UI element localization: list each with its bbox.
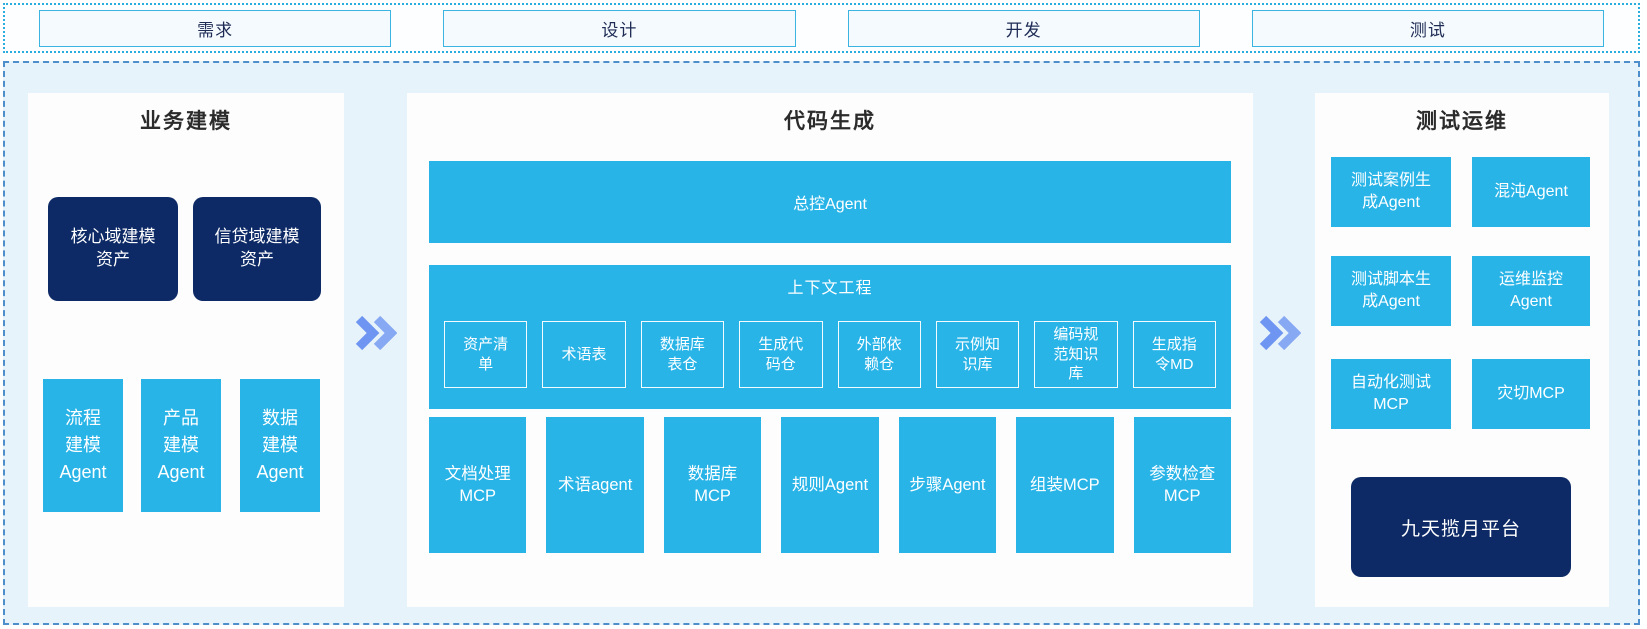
business-panel-title: 业务建模 (140, 110, 232, 133)
context-item-external-dependency-repo: 外部依 赖仓 (837, 321, 921, 388)
context-item-glossary: 术语表 (542, 321, 626, 388)
context-items-row: 资产清 单 术语表 数据库 表仓 生成代 码仓 外部依 赖仓 示例知 识库 编码… (429, 321, 1231, 388)
phase-box-requirements: 需求 (39, 9, 392, 47)
process-modeling-agent-box: 流程 建模 Agent (43, 379, 123, 512)
master-control-agent-bar: 总控Agent (429, 161, 1231, 243)
test-ops-panel: 测试运维 测试案例生 成Agent 混沌Agent 测试脚本生 成Agent 运… (1315, 93, 1609, 607)
product-modeling-agent-box: 产品 建模 Agent (141, 379, 221, 512)
doc-processing-mcp-box: 文档处理 MCP (429, 417, 527, 553)
core-domain-asset-box: 核心域建模 资产 (48, 197, 178, 301)
disaster-switch-mcp-box: 灾切MCP (1472, 359, 1590, 429)
phase-strip: 需求 设计 开发 测试 (3, 3, 1640, 53)
testcase-generation-agent-box: 测试案例生 成Agent (1331, 157, 1451, 227)
context-item-coding-standard-knowledge-base: 编码规 范知识 库 (1034, 321, 1118, 388)
database-mcp-box: 数据库 MCP (663, 417, 762, 553)
credit-domain-asset-box: 信贷域建模 资产 (193, 197, 321, 301)
flow-arrow-icon-1 (355, 315, 397, 351)
rule-agent-box: 规则Agent (781, 417, 879, 553)
terminology-agent-box: 术语agent (546, 417, 644, 553)
step-agent-box: 步骤Agent (898, 417, 997, 553)
testscript-generation-agent-box: 测试脚本生 成Agent (1331, 256, 1451, 326)
chaos-agent-box: 混沌Agent (1472, 157, 1590, 227)
phase-box-design: 设计 (443, 9, 796, 47)
phase-box-testing: 测试 (1251, 9, 1604, 47)
main-container: 业务建模 核心域建模 资产 信贷域建模 资产 流程 建模 Agent 产品 建模… (3, 61, 1640, 625)
assembly-mcp-box: 组装MCP (1016, 417, 1114, 553)
param-check-mcp-box: 参数检查 MCP (1133, 417, 1231, 553)
data-modeling-agent-box: 数据 建模 Agent (240, 379, 320, 512)
context-item-generated-code-repo: 生成代 码仓 (739, 321, 823, 388)
codegen-panel-title: 代码生成 (784, 110, 876, 133)
code-generation-panel: 代码生成 总控Agent 上下文工程 资产清 单 术语表 数据库 表仓 生成代 … (407, 93, 1253, 607)
context-item-db-table-repo: 数据库 表仓 (640, 321, 725, 388)
flow-arrow-icon-2 (1259, 315, 1301, 351)
testops-panel-title: 测试运维 (1416, 110, 1508, 133)
context-item-generation-instruction-md: 生成指 令MD (1132, 321, 1216, 388)
jiutian-lanyue-platform-box: 九天揽月平台 (1351, 477, 1571, 577)
ops-monitoring-agent-box: 运维监控 Agent (1472, 256, 1590, 326)
automated-test-mcp-box: 自动化测试 MCP (1331, 359, 1451, 429)
context-engineering-box: 上下文工程 资产清 单 术语表 数据库 表仓 生成代 码仓 外部依 赖仓 示例知… (429, 265, 1231, 409)
phase-box-development: 开发 (847, 9, 1200, 47)
context-engineering-title: 上下文工程 (787, 280, 873, 297)
context-item-example-knowledge-base: 示例知 识库 (935, 321, 1020, 388)
context-item-asset-list: 资产清 单 (444, 321, 528, 388)
business-modeling-panel: 业务建模 核心域建模 资产 信贷域建模 资产 流程 建模 Agent 产品 建模… (28, 93, 344, 607)
tools-row: 文档处理 MCP 术语agent 数据库 MCP 规则Agent 步骤Agent… (407, 417, 1253, 553)
